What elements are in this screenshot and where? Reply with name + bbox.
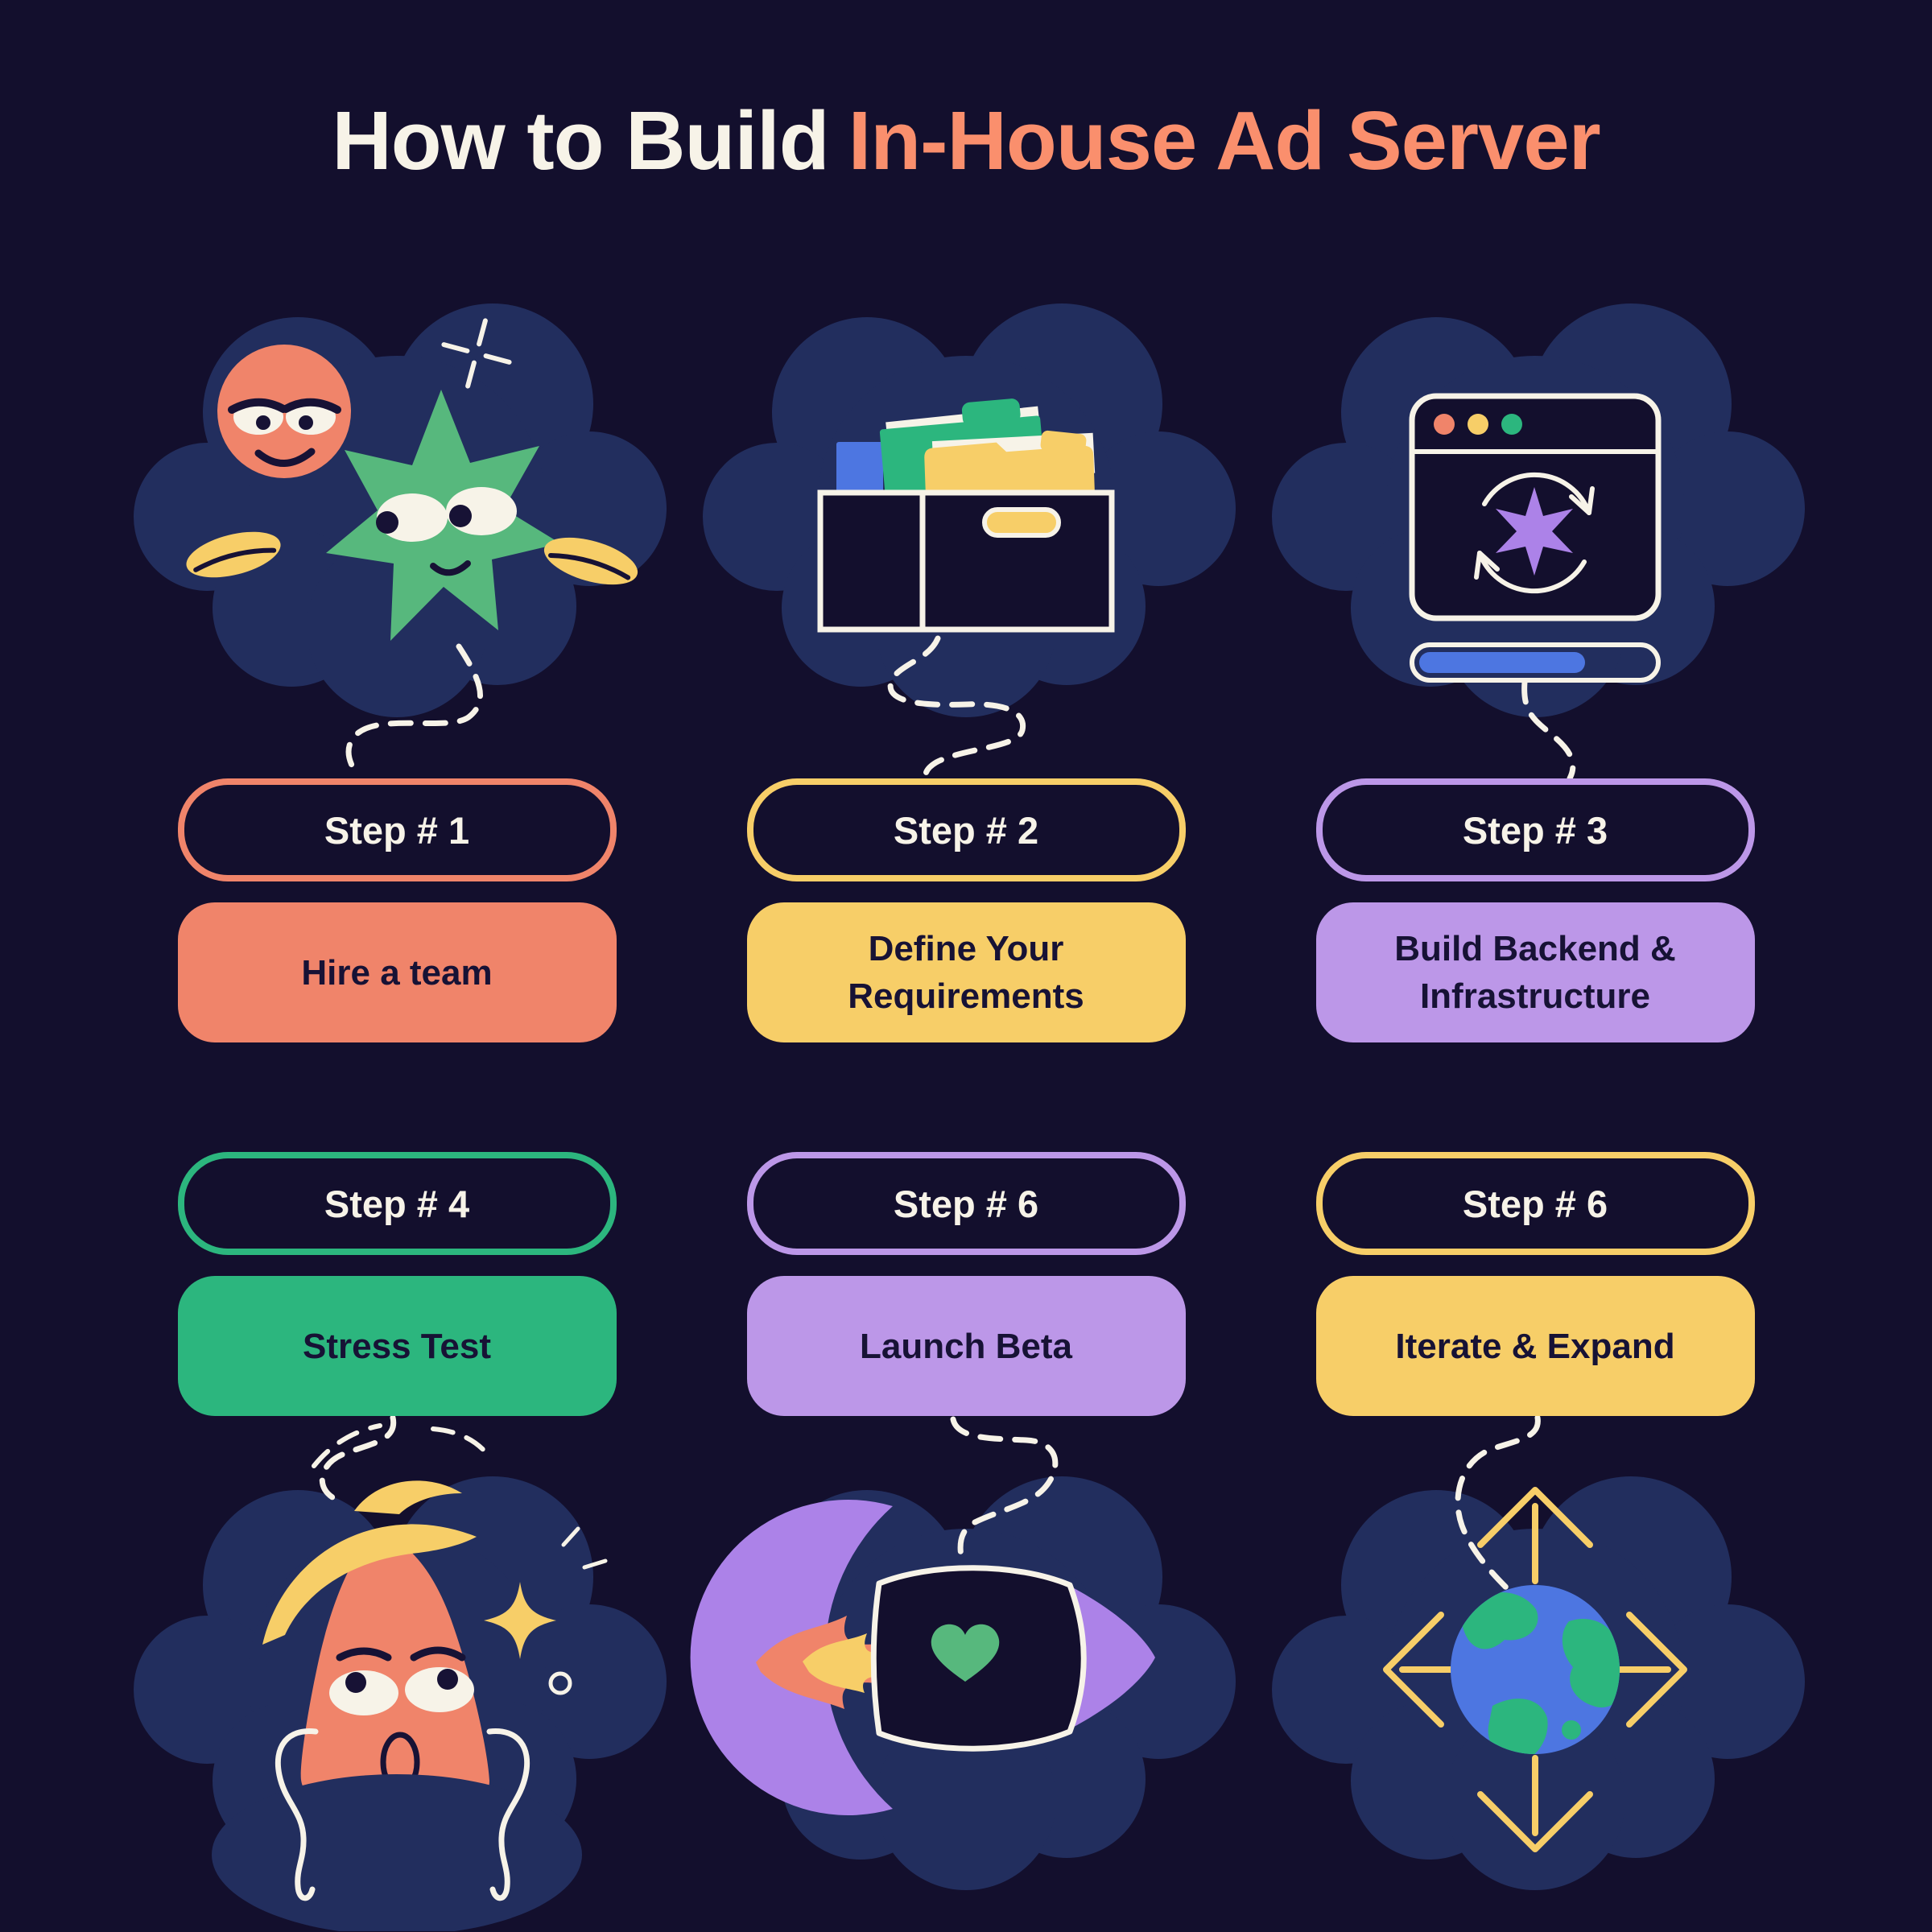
step-4-column: Step # 4 Stress Test: [113, 1042, 682, 1932]
dashed-connector: [319, 1416, 396, 1503]
coin-icon: [543, 538, 638, 585]
star-character-icon: [325, 390, 560, 642]
worry-dashes: [311, 1423, 489, 1469]
step-title-box-6: Iterate & Expand: [1315, 1276, 1755, 1417]
step-title: Stress Test: [303, 1326, 491, 1366]
dashed-connector: [345, 643, 483, 777]
step-pill-label: Step # 3: [1462, 808, 1608, 852]
step-title: Build Backend & Infrastructure: [1394, 928, 1676, 1017]
expand-arrows-icon: [1382, 1487, 1687, 1853]
steps-grid: Step # 1 Hire a team: [113, 231, 1820, 1932]
illustration-browser-sync: [1251, 231, 1820, 779]
smiley-face-icon: [217, 345, 351, 479]
title-highlight: In-House Ad Server: [848, 94, 1601, 187]
step-pill-label: Step # 6: [1462, 1182, 1608, 1225]
sparkle-icon: [483, 1582, 556, 1660]
progress-bar: [1409, 642, 1661, 683]
folders-icon: [836, 398, 1095, 506]
step-5-column: Step # 6 Launch Beta: [682, 1042, 1251, 1931]
sparkle-dot: [548, 1671, 572, 1695]
step-1-column: Step # 1 Hire a team: [113, 231, 682, 1043]
step-title-box-2: Define Your Requirements: [746, 902, 1186, 1043]
step-pill-6: Step # 6: [1315, 1152, 1755, 1256]
cloud-front-lobe: [211, 1774, 582, 1932]
step-pill-1: Step # 1: [177, 778, 617, 882]
dashed-connector: [1455, 1416, 1541, 1591]
step-pill-label: Step # 2: [893, 808, 1039, 852]
dashed-connector: [950, 1416, 1058, 1559]
storage-box-icon: [817, 489, 1114, 633]
step-3-column: Step # 3 Build Backend & Infrastructure: [1251, 231, 1820, 1043]
step-title: Iterate & Expand: [1395, 1326, 1675, 1366]
step-title-box-3: Build Backend & Infrastructure: [1315, 902, 1755, 1043]
step-2-column: Step # 2 Define Your Requirements: [682, 231, 1251, 1043]
step-title-box-4: Stress Test: [177, 1276, 617, 1417]
nose-cone: [1059, 1581, 1155, 1735]
step-title: Hire a team: [301, 952, 493, 993]
step-6-column: Step # 6 Iterate & Expand: [1251, 1042, 1820, 1931]
browser-window-icon: [1409, 393, 1661, 621]
title-prefix: How to Build: [332, 94, 829, 187]
dashed-connector: [887, 635, 1026, 779]
coin-icon: [185, 532, 281, 578]
step-title: Launch Beta: [859, 1326, 1073, 1366]
illustration-folders-box: [682, 231, 1251, 779]
globe-icon: [1450, 1585, 1620, 1755]
hair-flick: [353, 1480, 462, 1515]
step-pill-label: Step # 6: [893, 1182, 1039, 1225]
step-title-box-5: Launch Beta: [746, 1276, 1186, 1417]
dashed-connector: [1521, 679, 1575, 779]
illustration-stressed-character: [113, 1416, 682, 1932]
step-title: Define Your Requirements: [848, 928, 1084, 1017]
step-pill-label: Step # 4: [324, 1182, 470, 1225]
sparkle-dashes: [561, 1526, 607, 1570]
arms: [275, 1728, 530, 1901]
hair: [262, 1524, 477, 1645]
refresh-icon: [1473, 473, 1595, 594]
step-pill-5: Step # 6: [746, 1152, 1186, 1256]
step-pill-label: Step # 1: [324, 808, 470, 852]
step-title-box-1: Hire a team: [177, 902, 617, 1043]
step-pill-2: Step # 2: [746, 778, 1186, 882]
flame-icon: [755, 1616, 881, 1710]
step-pill-4: Step # 4: [177, 1152, 617, 1256]
illustration-rocket: [682, 1416, 1251, 1931]
illustration-globe-expand: [1251, 1416, 1820, 1931]
star-icon: [1495, 487, 1573, 576]
illustration-team-characters: [113, 231, 682, 778]
sparkle-cross-icon: [440, 318, 512, 389]
step-pill-3: Step # 3: [1315, 778, 1755, 882]
rocket-icon: [870, 1565, 1155, 1752]
heart-icon: [931, 1624, 999, 1682]
